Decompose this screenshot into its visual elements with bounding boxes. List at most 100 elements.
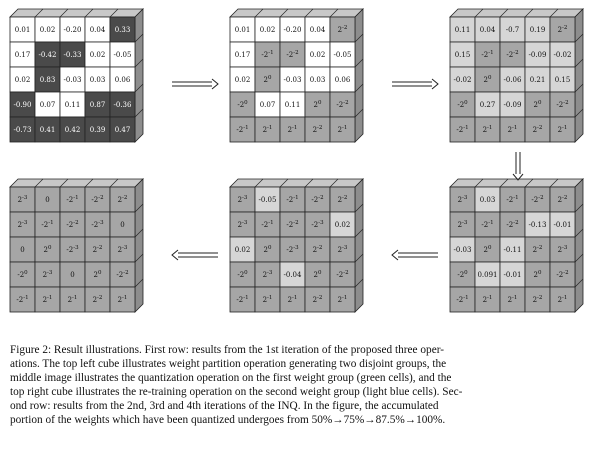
cube-top-face: [9, 8, 144, 18]
weight-value: -2-1: [481, 50, 493, 60]
weight-value: 0.17: [15, 51, 31, 59]
weight-value: -2-1: [66, 195, 78, 205]
cube-top-edge: [109, 8, 119, 18]
weight-value: 0.87: [90, 101, 106, 109]
cube-top-edge: [254, 8, 264, 18]
weight-cell: [109, 286, 136, 313]
weight-value: -0.02: [554, 51, 572, 59]
weight-value: 2-1: [43, 295, 53, 305]
weight-value: -0.36: [114, 101, 132, 109]
weight-cell: [329, 211, 356, 238]
weight-cell: [109, 116, 136, 143]
weight-value: 2-3: [238, 195, 248, 205]
weight-value: 20: [484, 245, 492, 255]
weight-value: 0.39: [90, 126, 106, 134]
weight-value: -2-2: [336, 100, 348, 110]
weight-value: -0.02: [454, 76, 472, 84]
weight-value: -0.20: [64, 26, 82, 34]
weight-value: 2-3: [18, 220, 28, 230]
cube-side-edge: [574, 278, 584, 288]
cube-side-edge: [354, 33, 364, 43]
weight-cell: [84, 91, 111, 118]
weight-cell: [34, 91, 61, 118]
weight-cell: [449, 91, 476, 118]
cube-side-edge: [134, 58, 144, 68]
weight-value: 0.11: [285, 101, 301, 109]
weight-value: 0.02: [90, 51, 106, 59]
weight-cell: [84, 261, 111, 288]
weight-cell: [109, 236, 136, 263]
weight-value: 20: [314, 270, 322, 280]
cube-side-edge: [354, 58, 364, 68]
cube-top-edge: [34, 178, 44, 188]
weight-cell: [449, 41, 476, 68]
cube-side-edge: [134, 108, 144, 118]
figure-caption: Figure 2: Result illustrations. First ro…: [10, 343, 601, 427]
cube-top-edge: [549, 8, 559, 18]
weight-value: -2-2: [66, 220, 78, 230]
weight-value: 2-1: [288, 125, 298, 135]
weight-value: 0.47: [115, 126, 131, 134]
arrow-3-4: [512, 152, 524, 181]
weight-value: -2-2: [556, 100, 568, 110]
weight-value: 20: [484, 75, 492, 85]
weight-cell: [254, 116, 281, 143]
weight-value: -2-3: [311, 220, 324, 230]
weight-cell: [109, 211, 136, 238]
weight-value: 0.11: [455, 26, 471, 34]
weight-cell: [499, 261, 526, 288]
weight-value: 0.33: [115, 26, 131, 34]
weight-cell: [34, 41, 61, 68]
caption-line-2: ations. The top left cube illustrates we…: [10, 358, 447, 370]
weight-cell: [9, 16, 36, 43]
cube-top-edge: [474, 178, 484, 188]
weight-value: 0.091: [477, 271, 497, 279]
weight-value: 2-1: [118, 295, 128, 305]
weight-cell: [84, 66, 111, 93]
cube-top-edge: [524, 8, 534, 18]
weight-value: 2-1: [508, 125, 518, 135]
weight-value: 0.83: [40, 76, 56, 84]
cube-side-edge: [134, 253, 144, 263]
weight-value: 0.03: [90, 76, 106, 84]
weight-cell: [254, 186, 281, 213]
weight-cell: [499, 236, 526, 263]
weight-cell: [524, 91, 551, 118]
weight-value: -20: [457, 100, 468, 110]
weight-value: 20: [264, 245, 272, 255]
cube-top-edge: [304, 8, 314, 18]
weight-value: 0.02: [310, 51, 326, 59]
weight-value: -2-1: [236, 125, 248, 135]
cube-top-edge: [279, 8, 289, 18]
weight-cell: [474, 236, 501, 263]
weight-value: -2-2: [556, 270, 568, 280]
weight-value: 0.04: [480, 26, 496, 34]
cube-side-edge: [574, 83, 584, 93]
weight-cell: [254, 286, 281, 313]
weight-cell: [524, 211, 551, 238]
weight-cell: [229, 116, 256, 143]
weight-cell: [109, 91, 136, 118]
weight-value: 0.01: [235, 26, 251, 34]
weight-value: -0.7: [506, 26, 520, 34]
weight-value: -2-1: [236, 295, 248, 305]
weight-value: -2-2: [506, 50, 518, 60]
weight-cell: [329, 236, 356, 263]
cube-top-edge: [499, 8, 509, 18]
weight-value: 2-2: [93, 245, 103, 255]
weight-value: 2-1: [288, 295, 298, 305]
weight-cell: [9, 261, 36, 288]
weight-value: 0.07: [260, 101, 276, 109]
cube-side-edge: [574, 58, 584, 68]
weight-value: 2-1: [483, 295, 493, 305]
weight-cell: [59, 41, 86, 68]
weight-value: 20: [534, 100, 542, 110]
weight-value: 2-3: [43, 270, 53, 280]
weight-cell: [9, 211, 36, 238]
weight-value: 0.02: [235, 76, 251, 84]
caption-line-5: ond row: results from the 2nd, 3rd and 4…: [10, 400, 439, 412]
weight-cell: [329, 41, 356, 68]
weight-value: 2-2: [338, 25, 348, 35]
